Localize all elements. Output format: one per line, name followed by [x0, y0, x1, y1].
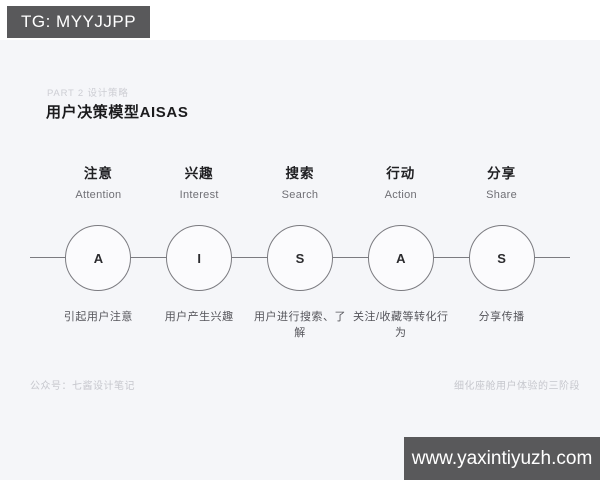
stage-desc-interest: 用户产生兴趣 [164, 311, 234, 323]
stage-name-search: 搜索 [285, 166, 315, 181]
stage-desc-share: 分享传播 [478, 311, 525, 323]
telegram-badge: TG: MYYJJPP [7, 6, 151, 38]
stage-subtitle-interest: Interest [179, 189, 219, 201]
telegram-badge-label: TG: MYYJJPP [21, 12, 137, 31]
stage-name-interest: 兴趣 [184, 166, 214, 181]
stage-subtitle-attention: Attention [75, 189, 122, 201]
stage-name-action: 行动 [386, 166, 416, 181]
website-bar-label: www.yaxintiyuzh.com [411, 447, 593, 469]
stage-letter-interest: I [197, 250, 201, 266]
stage-subtitle-share: Share [486, 189, 518, 201]
stage-desc-attention: 引起用户注意 [63, 311, 133, 323]
stage-desc-action: 关注/收藏等转化行为 [353, 311, 449, 339]
stage-letter-attention: A [93, 250, 104, 266]
stage-name-attention: 注意 [83, 166, 113, 181]
stage-subtitle-search: Search [281, 189, 319, 201]
stage-subtitle-action: Action [384, 189, 417, 201]
stage-name-share: 分享 [487, 166, 517, 181]
stage-circle-row: A I S A S [48, 225, 552, 291]
stage-circle-share: S [468, 225, 535, 291]
stage-letter-share: S [497, 250, 506, 266]
stage-circle-attention: A [65, 225, 132, 291]
stage-subtitle-row: Attention Interest Search Action Share [48, 189, 552, 201]
stage-desc-row: 引起用户注意 用户产生兴趣 用户进行搜索、了解 关注/收藏等转化行为 分享传播 [48, 308, 552, 340]
stage-circle-search: S [266, 225, 333, 291]
stage-letter-action: A [396, 250, 406, 266]
stage-desc-search: 用户进行搜索、了解 [253, 311, 346, 339]
stage-name-row: 注意 兴趣 搜索 行动 分享 [48, 162, 552, 182]
footer-account-credit: 公众号：七酱设计笔记 [30, 381, 135, 392]
part-label: PART 2 设计策略 [47, 88, 129, 99]
footer-caption: 细化座舱用户体验的三阶段 [454, 381, 580, 392]
page-title: 用户决策模型AISAS [46, 104, 189, 121]
stage-letter-search: S [295, 250, 305, 266]
stage-circle-interest: I [166, 225, 233, 291]
website-bar: www.yaxintiyuzh.com [404, 437, 600, 480]
stage-circle-action: A [367, 225, 434, 291]
